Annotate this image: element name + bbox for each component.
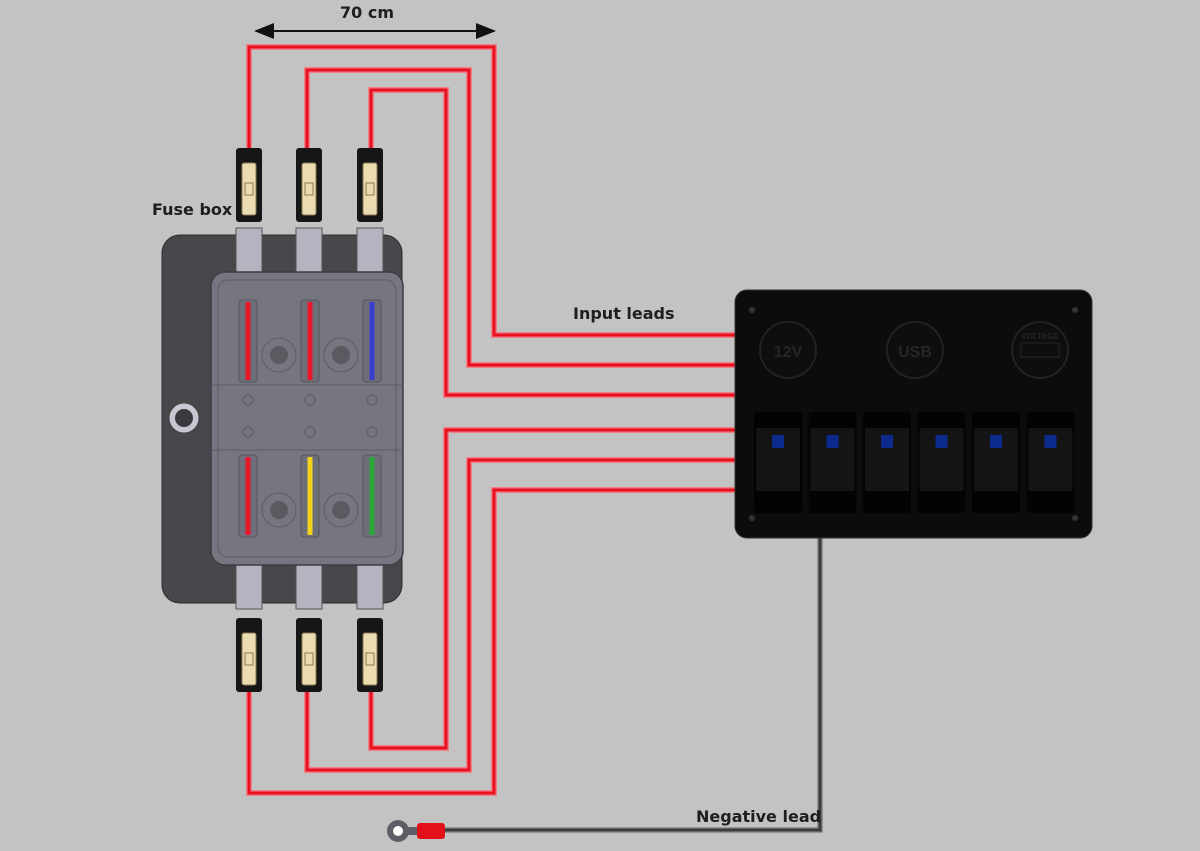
fuse <box>369 457 375 535</box>
indicator-light <box>772 435 784 448</box>
wire <box>368 87 735 398</box>
fuse-box <box>161 148 404 692</box>
screw <box>332 346 350 364</box>
spade-connector <box>296 148 322 222</box>
rocker-switch[interactable] <box>863 412 911 513</box>
screw <box>332 501 350 519</box>
wire-core <box>247 488 735 795</box>
fuse-box-label: Fuse box <box>152 200 233 219</box>
spade-connector <box>236 148 262 222</box>
socket-label: VOLTAGE <box>1021 332 1059 341</box>
terminal-tab <box>295 227 323 275</box>
terminal-tab <box>235 562 263 610</box>
indicator-light <box>935 435 948 448</box>
rocker-switch[interactable] <box>972 412 1020 513</box>
wire-core <box>247 45 735 337</box>
terminal-tab <box>356 227 384 275</box>
socket-usb <box>886 321 944 379</box>
indicator-light <box>826 435 839 448</box>
crimp-sleeve <box>417 823 445 839</box>
socket-label: 12V <box>774 344 803 361</box>
fuse <box>369 302 375 380</box>
screw <box>270 501 288 519</box>
rocker-switch[interactable] <box>1026 412 1075 513</box>
terminal-tab <box>295 562 323 610</box>
wire-core <box>305 458 735 772</box>
indicator-light <box>990 435 1002 448</box>
spade-connector <box>296 618 322 692</box>
negative-lead <box>387 538 823 842</box>
wire-core <box>369 428 735 750</box>
wire-core <box>369 88 735 397</box>
terminal-tab <box>235 227 263 275</box>
socket-12v <box>759 321 817 379</box>
fuse <box>307 457 313 535</box>
screw <box>270 346 288 364</box>
spade-connector <box>357 148 383 222</box>
spade-connector <box>357 618 383 692</box>
terminal-tab <box>356 562 384 610</box>
rocker-switch[interactable] <box>808 412 857 513</box>
fuse <box>245 302 251 380</box>
spade-connector <box>236 618 262 692</box>
input-leads-label: Input leads <box>573 304 675 323</box>
indicator-light <box>881 435 893 448</box>
rocker-switch[interactable] <box>754 412 802 513</box>
socket-label: USB <box>898 344 932 361</box>
switch-panel: 12V USB VOLTAGE <box>734 289 1093 539</box>
socket-voltage <box>1011 321 1069 379</box>
fuse <box>307 302 313 380</box>
negative-lead-label: Negative lead <box>696 807 822 826</box>
wire-core <box>305 68 735 367</box>
wire <box>368 427 735 751</box>
indicator-light <box>1044 435 1057 448</box>
rocker-switch[interactable] <box>917 412 966 513</box>
dimension-label: 70 cm <box>340 3 394 22</box>
fuse <box>245 457 251 535</box>
input-leads <box>246 44 735 796</box>
